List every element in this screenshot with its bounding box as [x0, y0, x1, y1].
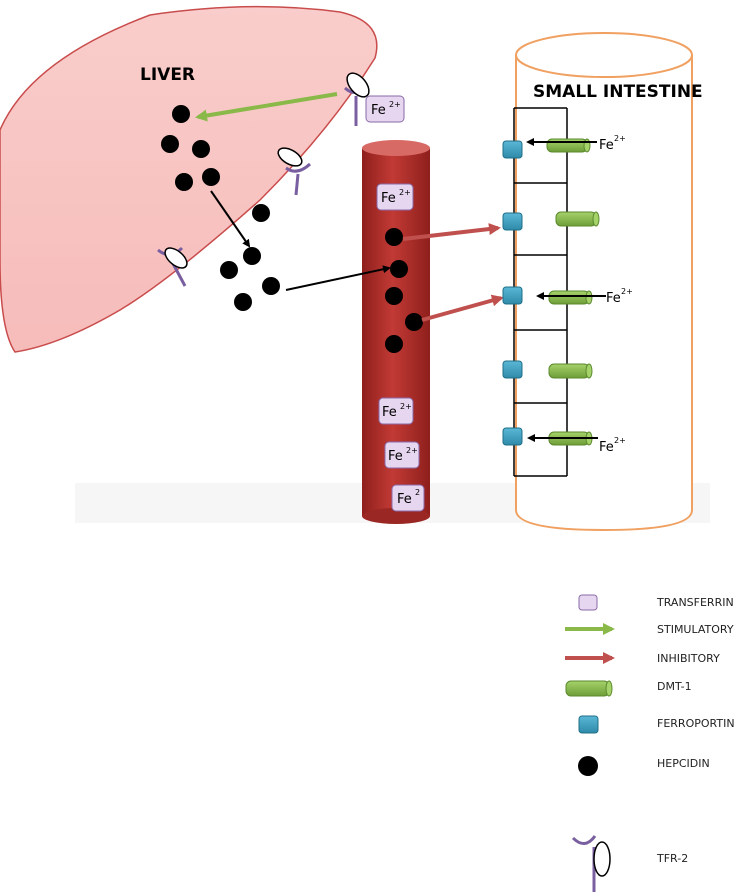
- hepcidin-dot: [405, 313, 423, 331]
- dmt1-channel: [548, 363, 593, 379]
- hepcidin-dot: [252, 204, 270, 222]
- transferrin-fe-box: Fe 2+: [376, 183, 414, 211]
- hepcidin-dot: [385, 287, 403, 305]
- tfr2-receptor: [157, 246, 188, 287]
- legend-ferroportin-swatch: [578, 715, 599, 734]
- legend-hepcidin-label: HEPCIDIN: [657, 757, 710, 770]
- hepcidin-dot: [234, 293, 252, 311]
- svg-text:Fe: Fe: [381, 191, 396, 206]
- svg-text:Fe: Fe: [397, 492, 412, 507]
- ferroportin-square: [502, 360, 523, 379]
- hepcidin-to-blood-arrow: [285, 265, 391, 291]
- legend-dmt1-swatch: [565, 680, 613, 697]
- transferrin-fe-box: Fe 2+: [384, 441, 420, 469]
- hepcidin-dot: [243, 247, 261, 265]
- liver-label: LIVER: [140, 65, 195, 85]
- svg-text:2+: 2+: [400, 402, 412, 411]
- legend-dmt1-label: DMT-1: [657, 680, 692, 693]
- transferrin-fe-box: Fe 2+: [365, 95, 405, 123]
- svg-text:2+: 2+: [406, 446, 418, 455]
- fe-label: Fe: [599, 440, 614, 455]
- hepcidin-dot: [172, 105, 190, 123]
- hepcidin-dot: [220, 261, 238, 279]
- legend-hepcidin-swatch: [578, 756, 598, 776]
- hepcidin-dot: [385, 335, 403, 353]
- hepcidin-dot: [385, 228, 403, 246]
- legend: TRANSFERRIN STIMULATORY INHIBITORY DMT-1…: [565, 594, 735, 892]
- legend-transferrin-label: TRANSFERRIN: [656, 596, 734, 609]
- fe-charge: 2+: [614, 436, 626, 445]
- svg-text:Fe: Fe: [388, 449, 403, 464]
- hepcidin-dot: [262, 277, 280, 295]
- transferrin-fe-box: Fe 2: [391, 484, 425, 512]
- ferroportin-square: [502, 286, 523, 305]
- transferrin-fe-box: Fe 2+: [378, 397, 414, 425]
- hepcidin-dot: [390, 260, 408, 278]
- small-intestine-label: SMALL INTESTINE: [533, 82, 703, 102]
- hepcidin-dot: [161, 135, 179, 153]
- hepcidin-dot: [192, 140, 210, 158]
- svg-text:2: 2: [415, 488, 420, 497]
- inhibitory-arrow: [402, 223, 501, 241]
- hepcidin-release-arrow: [210, 190, 251, 248]
- svg-text:Fe: Fe: [371, 103, 386, 118]
- ferroportin-square: [502, 140, 523, 159]
- dmt1-channel: [546, 138, 591, 153]
- hepcidin-cluster: [161, 105, 423, 353]
- fe-label: Fe: [599, 138, 614, 153]
- fe-label: Fe: [606, 291, 621, 306]
- inhibitory-arrow: [421, 294, 504, 322]
- small-intestine: [515, 32, 693, 532]
- dmt1-channel: [555, 211, 600, 227]
- svg-text:2+: 2+: [399, 188, 411, 197]
- svg-text:Fe: Fe: [382, 405, 397, 420]
- ferroportin-square: [502, 427, 523, 446]
- hepcidin-dot: [175, 173, 193, 191]
- legend-tfr2-swatch: [571, 835, 611, 892]
- tfr2-receptor: [343, 72, 370, 126]
- legend-inhibitory-label: INHIBITORY: [657, 652, 720, 665]
- ferroportin-square: [502, 212, 523, 231]
- dmt1-channel: [548, 290, 593, 305]
- legend-tfr2-label: TFR-2: [656, 852, 688, 865]
- hepcidin-dot: [202, 168, 220, 186]
- fe-charge: 2+: [621, 287, 633, 296]
- stimulatory-arrow: [195, 92, 338, 122]
- legend-transferrin-swatch: [578, 594, 598, 611]
- legend-ferroportin-label: FERROPORTIN: [657, 717, 735, 730]
- legend-stimulatory-label: STIMULATORY: [657, 623, 734, 636]
- svg-text:2+: 2+: [389, 100, 401, 109]
- fe-charge: 2+: [614, 134, 626, 143]
- tfr2-receptor: [277, 147, 312, 196]
